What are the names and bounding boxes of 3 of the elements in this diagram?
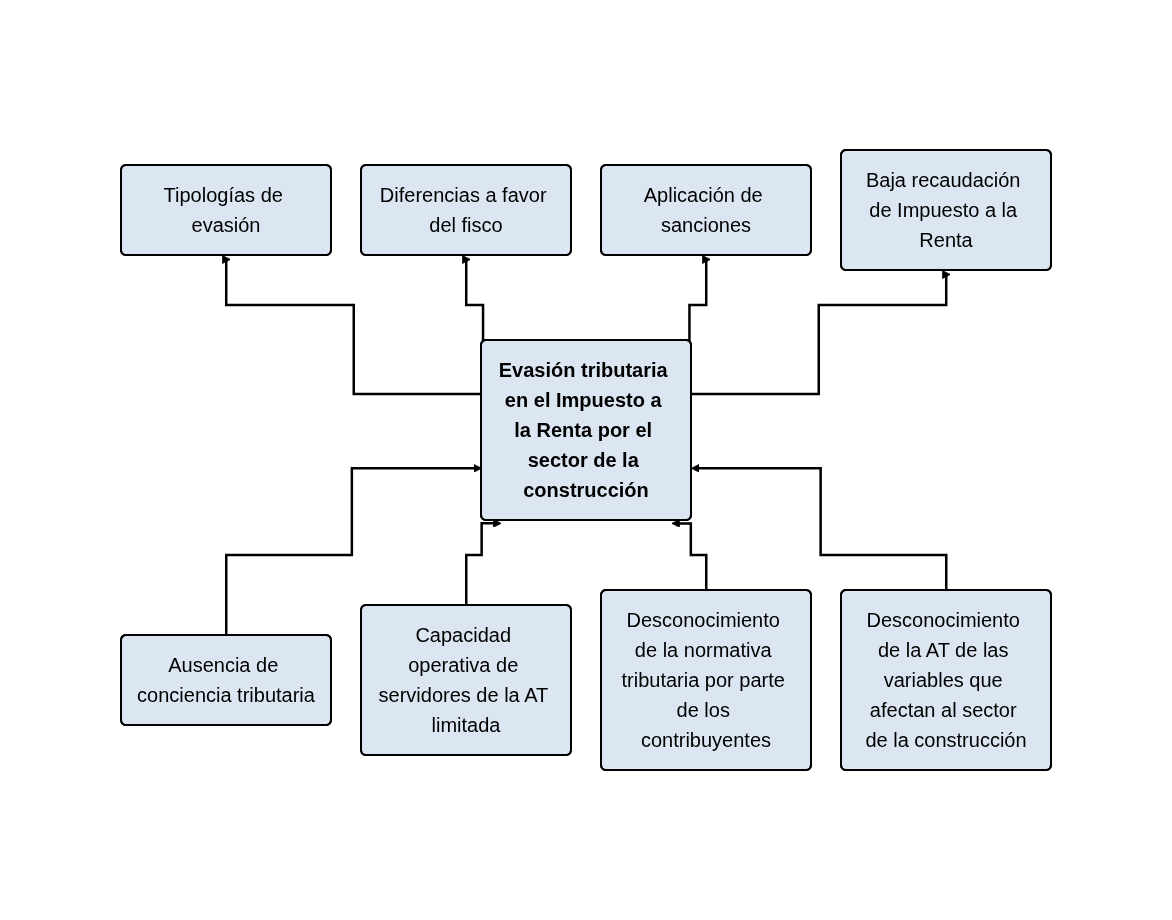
arrow: [222, 255, 482, 396]
arrow: [671, 519, 708, 592]
arrow: [691, 270, 951, 396]
